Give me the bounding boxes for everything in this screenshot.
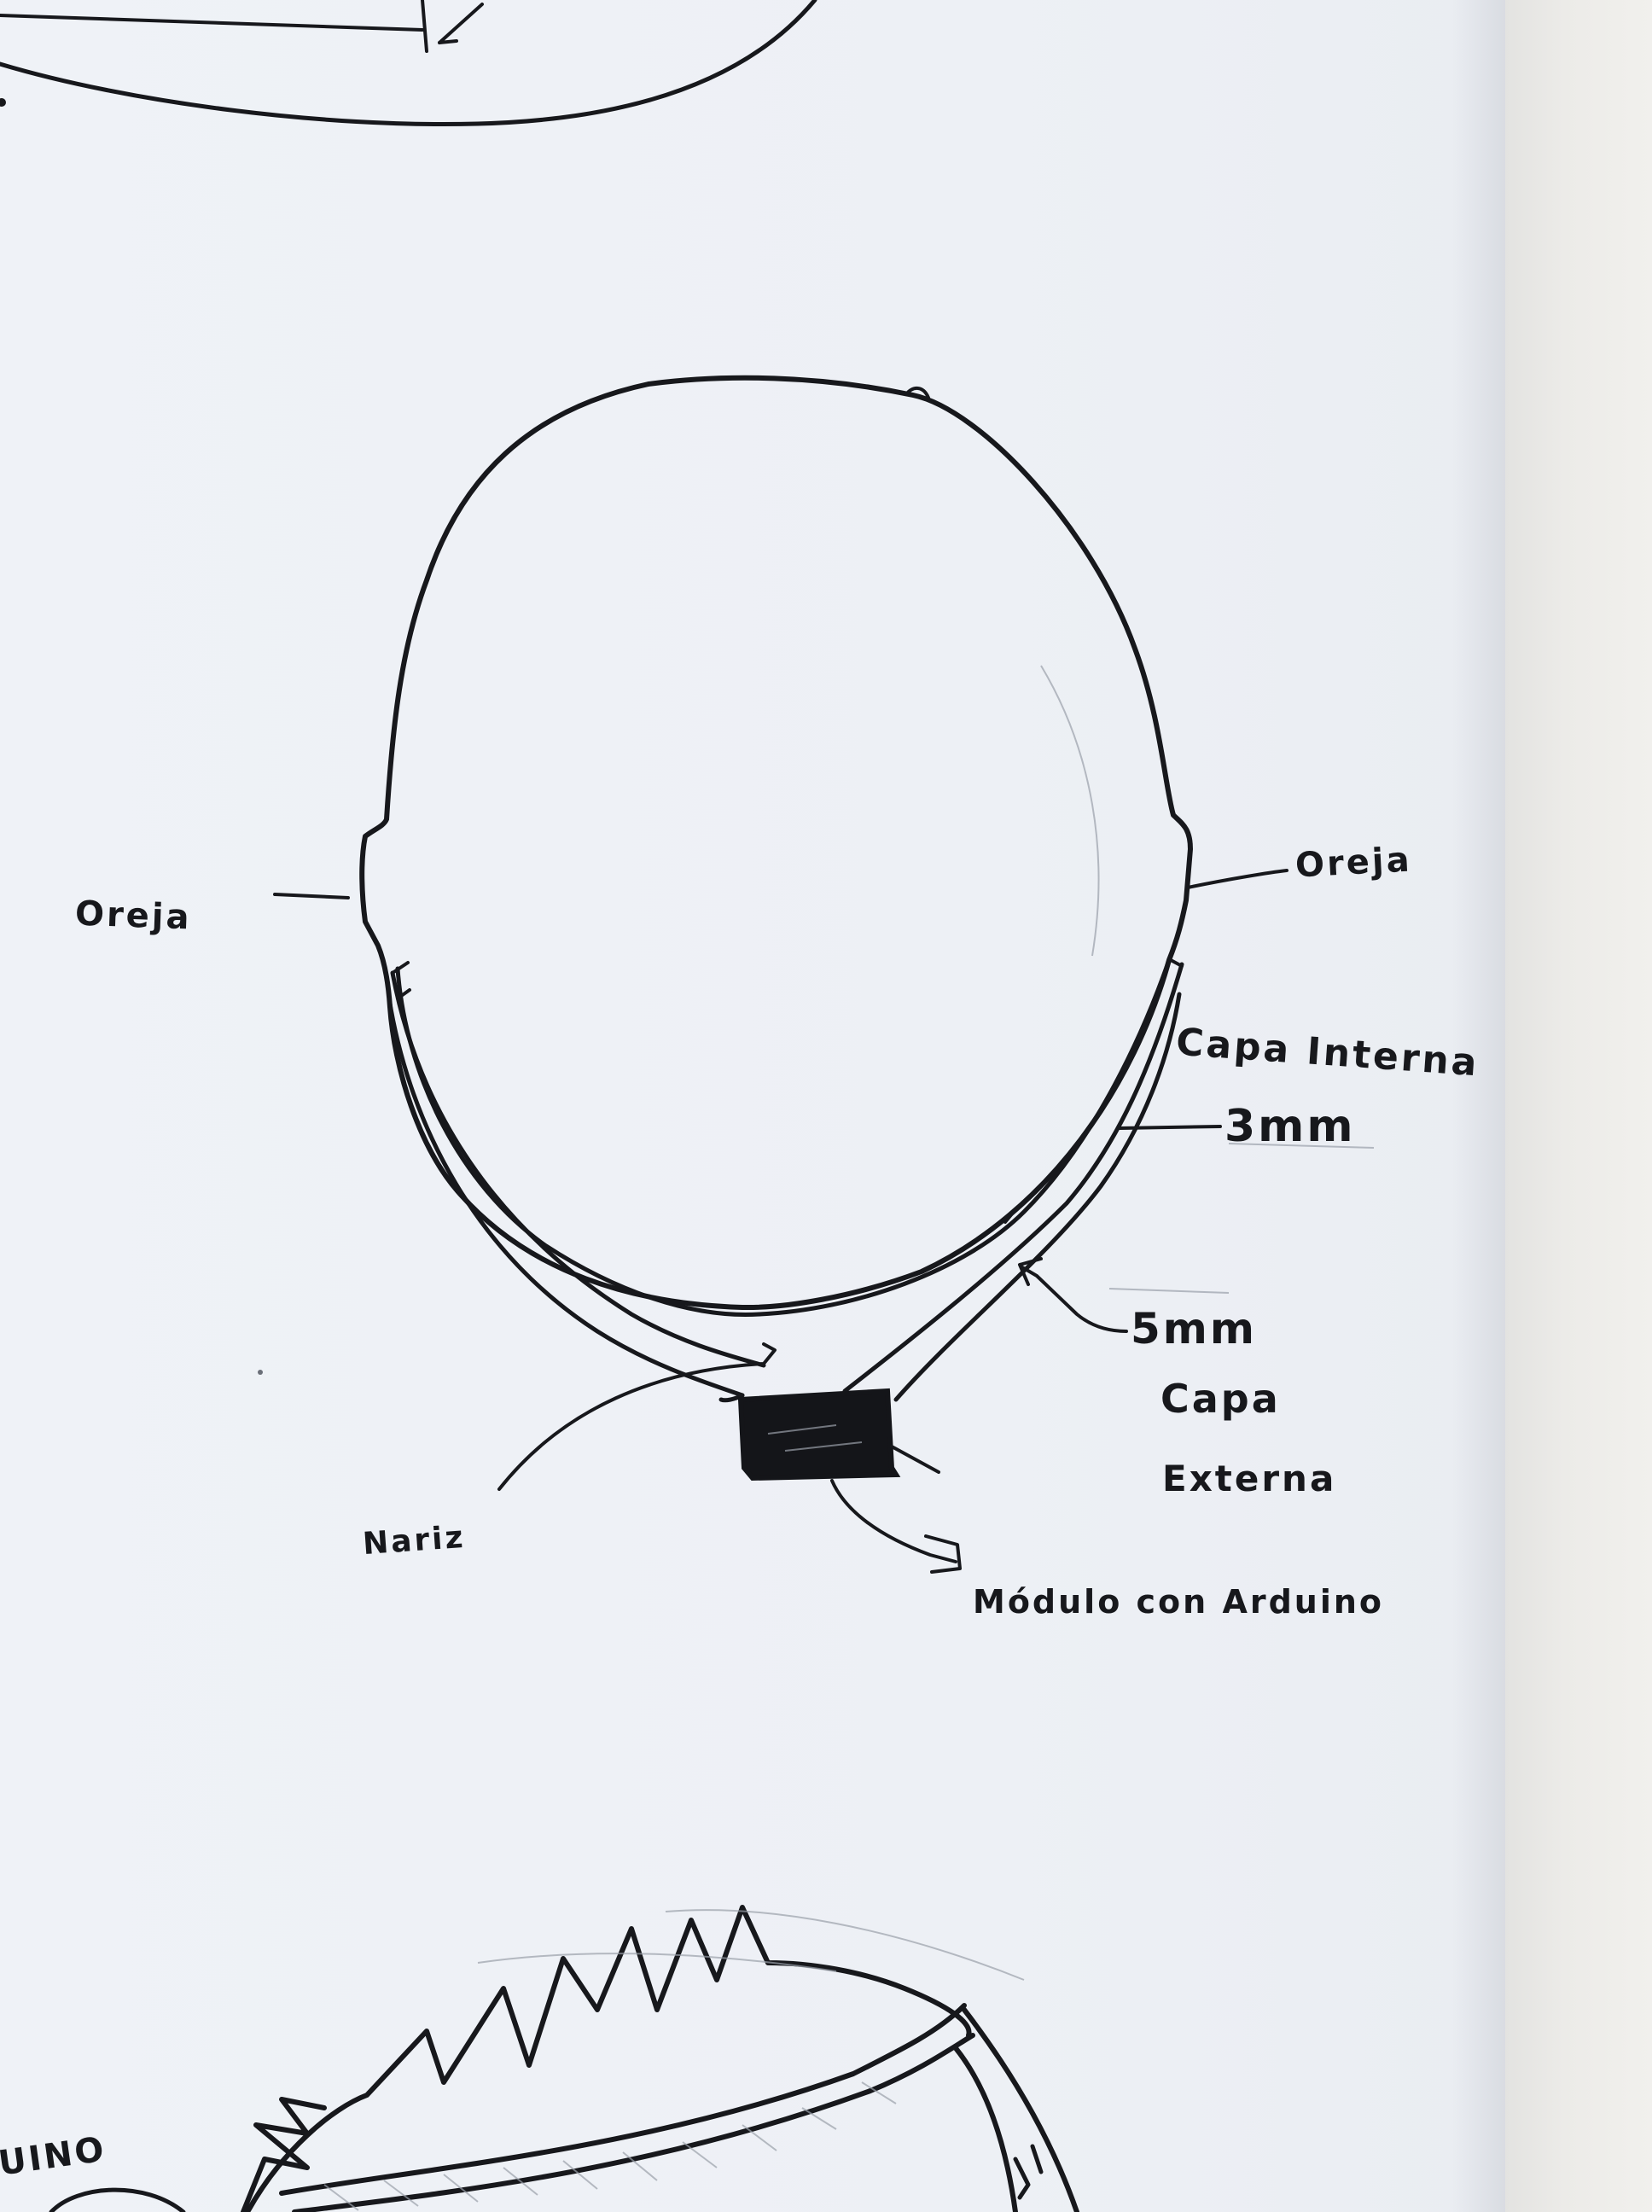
inner-layer-line bbox=[398, 969, 759, 1314]
label-ear-left: Oreja bbox=[74, 894, 192, 938]
leader-outer-layer bbox=[1022, 1267, 1126, 1331]
label-outer-layer-thickness: 5mm bbox=[1131, 1304, 1257, 1353]
label-outer-layer-line1: Capa bbox=[1160, 1376, 1281, 1422]
pencil-guide-mark bbox=[1109, 1144, 1374, 1293]
top-partial-sketch-mark bbox=[422, 0, 482, 51]
outer-layer-line-left-1 bbox=[389, 998, 742, 1395]
bottom-sketch-band-hatching bbox=[324, 2082, 896, 2210]
leader-ear-left bbox=[275, 894, 348, 898]
bottom-sketch-small-mark bbox=[1015, 2146, 1041, 2197]
label-inner-layer-thickness: 3mm bbox=[1224, 1101, 1356, 1152]
label-ear-right: Oreja bbox=[1294, 840, 1413, 885]
arduino-module-block bbox=[741, 1391, 896, 1478]
leader-inner-layer bbox=[1120, 1126, 1220, 1128]
leader-ear-right bbox=[1188, 870, 1287, 888]
label-nose: Nariz bbox=[362, 1520, 467, 1562]
top-dot bbox=[0, 98, 6, 107]
bottom-sketch-right-strap bbox=[964, 2010, 1077, 2212]
label-outer-layer-line2: Externa bbox=[1162, 1458, 1336, 1499]
pencil-dot bbox=[258, 1370, 263, 1375]
pencil-guide-circle bbox=[1041, 666, 1099, 956]
label-module: Módulo con Arduino bbox=[973, 1583, 1384, 1621]
leader-nose bbox=[499, 1344, 775, 1489]
module-tail-right bbox=[892, 1447, 939, 1472]
bottom-left-circle-fragment bbox=[51, 2190, 183, 2212]
head-outline bbox=[362, 378, 1190, 1307]
inner-layer-line-right bbox=[759, 960, 1169, 1314]
bottom-sketch-band-1 bbox=[282, 2005, 964, 2193]
leader-module bbox=[832, 1481, 956, 1562]
top-partial-sketch-line bbox=[0, 15, 422, 30]
